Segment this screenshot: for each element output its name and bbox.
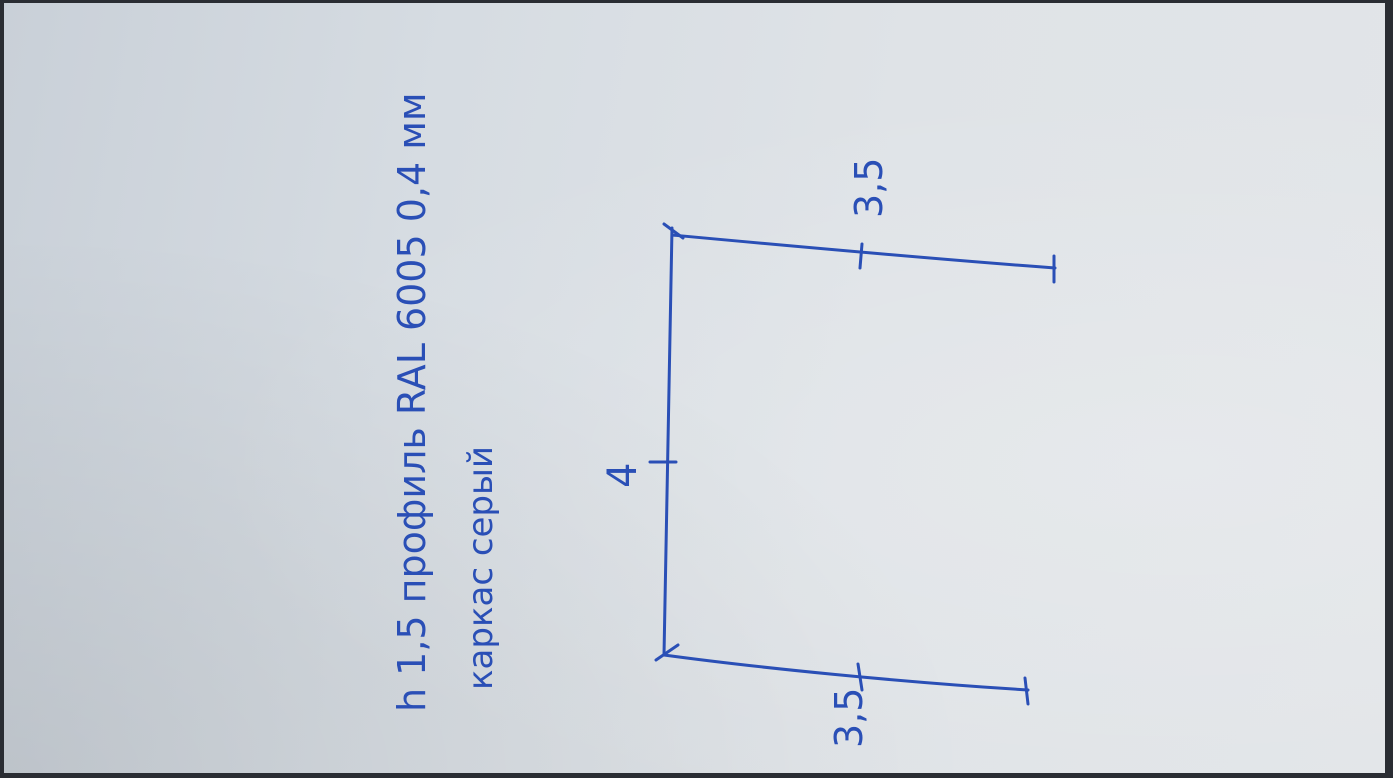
left-post-tick (856, 662, 864, 692)
top-label: 4 (600, 463, 646, 488)
note-line-1: h 1,5 профиль RAL 6005 0,4 мм (390, 92, 434, 712)
note-line-2: каркас серый (461, 446, 501, 690)
paper-sheet (4, 3, 1385, 773)
right-label: 3,5 (847, 158, 891, 218)
paper-shading (4, 3, 1385, 773)
frame-sketch (648, 222, 1057, 706)
top-right-corner-mark (662, 222, 685, 240)
right-post-tick (858, 242, 864, 270)
left-post-end-tick (1023, 676, 1030, 706)
right-post (670, 233, 1057, 270)
top-left-corner-mark (654, 643, 680, 662)
left-post (662, 653, 1030, 692)
top-beam (662, 226, 674, 657)
left-label: 3,5 (827, 688, 871, 748)
